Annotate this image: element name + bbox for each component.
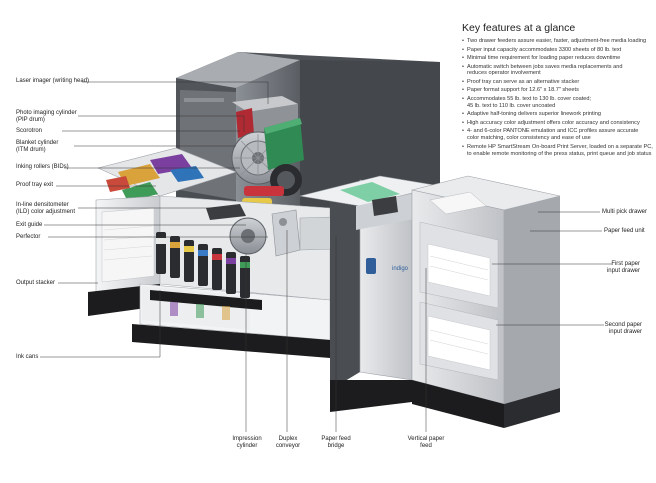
label-vertical-paper-feed: Vertical paper feed (407, 436, 445, 449)
label-laser-imager: Laser imager (writing head) (16, 78, 90, 84)
label-impression-cylinder: Impression cylinder (232, 436, 262, 449)
feature-item: High accuracy color adjustment offers co… (462, 120, 654, 127)
ink-cabinet (132, 232, 331, 358)
label-first-drawer: First paper input drawer (606, 261, 640, 274)
feature-item: Accommodates 55 lb. text to 130 lb. cove… (462, 96, 654, 110)
label-ink-cans: Ink cans (16, 354, 39, 360)
leader-lines (40, 81, 612, 432)
imaging-drums (231, 118, 304, 224)
key-features-title: Key features at a glance (462, 22, 576, 34)
proof-tray (97, 147, 237, 202)
vertical-feed: indigo (330, 179, 413, 412)
feature-item: Two drawer feeders assure easier, faster… (462, 38, 654, 45)
label-blanket-cylinder: Blanket cylinder (ITM drum) (16, 140, 59, 153)
feature-item: Paper input capacity accommodates 3300 s… (462, 47, 654, 54)
label-paper-feed-bridge: Paper feed bridge (321, 436, 351, 449)
feature-item: Minimal time requirement for loading pap… (462, 55, 654, 62)
label-scorotron: Scorotron (16, 128, 43, 134)
label-output-stacker: Output stacker (16, 280, 56, 286)
label-inking-rollers: Inking rollers (BIDs) (16, 164, 69, 170)
paper-feed-unit (411, 175, 561, 428)
feature-item: Proof tray can serve as an alternative s… (462, 79, 654, 86)
key-features-list: Two drawer feeders assure easier, faster… (462, 38, 654, 158)
label-photo-imaging-cylinder: Photo imaging cylinder (PIP drum) (16, 110, 77, 123)
feature-item: Adaptive half-toning delivers superior l… (462, 111, 654, 118)
label-second-drawer: Second paper input drawer (604, 322, 642, 335)
label-paper-feed-unit: Paper feed unit (604, 228, 645, 234)
label-duplex-conveyor: Duplex conveyor (275, 436, 301, 449)
feature-item: 4- and 6-color PANTONE emulation and ICC… (462, 128, 654, 142)
key-features-panel: Key features at a glance Two drawer feed… (462, 22, 654, 159)
hp-logo-icon: indigo (392, 266, 409, 272)
feature-item: Paper format support for 12.6" x 18.7" s… (462, 87, 654, 94)
label-perfector: Perfector (16, 234, 41, 240)
feature-item: Automatic switch between jobs saves medi… (462, 64, 654, 78)
label-densitometer: In-line densitometer (ILD) color adjustm… (16, 202, 76, 215)
label-proof-tray-exit: Proof tray exit (16, 182, 54, 188)
label-exit-guide: Exit guide (16, 222, 43, 228)
label-multi-pick-drawer: Multi pick drawer (602, 209, 648, 215)
feature-item: Remote HP SmartStream On-board Print Ser… (462, 144, 654, 158)
